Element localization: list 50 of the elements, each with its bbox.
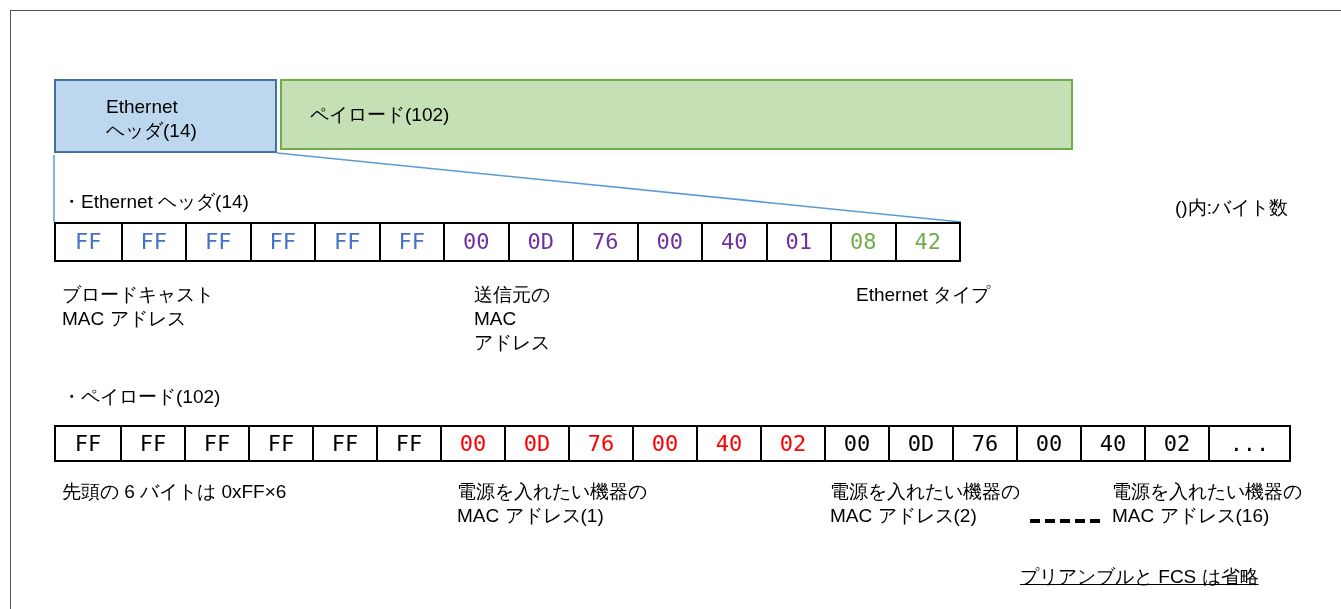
byte-table <box>54 222 961 262</box>
byte-cell: FF <box>120 427 184 460</box>
byte-cell: 08 <box>830 224 895 260</box>
byte-cell: 42 <box>894 224 959 260</box>
byte-cell: 76 <box>952 427 1016 460</box>
byte-cell: 76 <box>568 427 632 460</box>
byte-cell: 40 <box>701 224 766 260</box>
zoom-line <box>53 154 55 223</box>
frame-section-box: ペイロード(102) <box>280 79 1073 150</box>
byte-cell: FF <box>248 427 312 460</box>
byte-cell: FF <box>185 224 250 260</box>
field-label: 電源を入れたい機器の MAC アドレス(2) <box>830 480 1021 528</box>
byte-cell: 0D <box>507 224 572 260</box>
byte-cell-text: FF <box>74 228 103 256</box>
byte-cell: 0D <box>888 427 952 460</box>
byte-cell: 02 <box>1144 427 1208 460</box>
note-text: ()内:バイト数 <box>1175 196 1288 220</box>
field-label: 電源を入れたい機器の MAC アドレス(16) <box>1112 480 1303 528</box>
field-label: 電源を入れたい機器の MAC アドレス(1) <box>457 480 648 528</box>
byte-table <box>54 425 1291 462</box>
byte-cell: FF <box>249 224 314 260</box>
byte-cell: FF <box>312 427 376 460</box>
byte-cell-text: FF <box>73 430 103 458</box>
byte-cell: 00 <box>632 427 696 460</box>
byte-cell: 01 <box>765 224 830 260</box>
byte-cell: 00 <box>636 224 701 260</box>
byte-cell: FF <box>120 224 185 260</box>
field-label: 送信元の MAC アドレス <box>474 283 551 355</box>
zoom-line <box>276 152 962 223</box>
frame-section-box: Ethernet ヘッダ(14) <box>54 79 277 153</box>
byte-cell: 00 <box>1016 427 1080 460</box>
byte-cell: 00 <box>824 427 888 460</box>
byte-cell: FF <box>314 224 379 260</box>
byte-cell: 00 <box>440 427 504 460</box>
field-label: Ethernet タイプ <box>856 283 991 307</box>
byte-cell: FF <box>376 427 440 460</box>
byte-cell: 40 <box>1080 427 1144 460</box>
byte-cell: FF <box>184 427 248 460</box>
byte-cell: 00 <box>443 224 508 260</box>
field-label: 先頭の 6 バイトは 0xFF×6 <box>62 480 287 504</box>
byte-cell: 02 <box>760 427 824 460</box>
field-label: ブロードキャスト MAC アドレス <box>62 283 215 331</box>
byte-cell: ... <box>1208 427 1289 460</box>
byte-cell: 0D <box>504 427 568 460</box>
note-text: プリアンブルと FCS は省略 <box>1020 565 1259 589</box>
byte-cell: 76 <box>572 224 637 260</box>
byte-cell: FF <box>378 224 443 260</box>
section-heading: ・Ethernet ヘッダ(14) <box>62 190 249 214</box>
section-heading: ・ペイロード(102) <box>62 385 221 409</box>
byte-cell: 40 <box>696 427 760 460</box>
